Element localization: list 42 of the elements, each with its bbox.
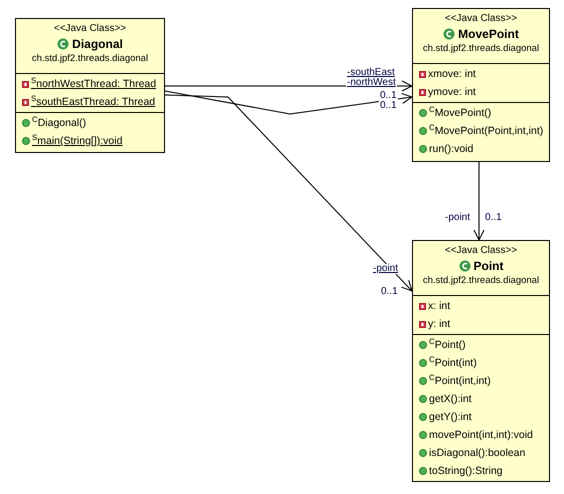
field-text: $^{S}$northWestThread: Thread [31,78,156,90]
class-name: Point [474,258,504,275]
method-text: $^{C}$Diagonal() [32,118,86,128]
field-text: y: int [428,318,450,330]
class-box [412,240,550,482]
role-label: -northWest [346,78,397,88]
method-text: $^{C}$Point(int,int) [429,376,491,386]
stereotype-text: <<Java Class>> [444,12,518,25]
association-arrow [474,162,484,240]
method-text: getY():int [429,412,472,422]
method-text: $^{C}$Point() [429,340,466,350]
method-text: $^{S}$main(String[]):void [32,136,122,146]
association-arrow [164,90,412,114]
multiplicity-label: 0..1 [484,213,503,223]
multiplicity-label: 0..1 [379,101,398,111]
package-text: ch.std.jpf2.threads.diagonal [422,43,540,55]
class-box [412,8,550,162]
method-text: toString():String [429,466,503,476]
package-text: ch.std.jpf2.threads.diagonal [422,275,540,287]
class-name: MovePoint [458,26,519,43]
package-text: ch.std.jpf2.threads.diagonal [32,53,148,65]
method-text: getX():int [429,394,472,404]
stereotype-text: <<Java Class>> [444,244,518,257]
multiplicity-label: 0..1 [379,91,398,101]
field-text: xmove: int [428,68,476,80]
method-text: $^{C}$MovePoint() [429,108,492,118]
stereotype-text: <<Java Class>> [54,22,126,35]
method-text: $^{C}$Point(int) [429,358,477,368]
role-label: -point [372,264,400,274]
field-text: ymove: int [428,86,476,98]
role-label: -southEast [346,68,396,78]
method-text: isDiagonal():boolean [429,448,526,458]
multiplicity-label: 0..1 [380,287,399,297]
field-text: $^{S}$southEastThread: Thread [31,96,156,108]
association-arrow [164,94,412,292]
field-text: x: int [428,300,450,312]
class-name: Diagonal [72,36,123,53]
method-text: run():void [429,144,474,154]
method-text: movePoint(int,int):void [429,430,533,440]
method-text: $^{C}$MovePoint(Point,int,int) [429,126,544,136]
role-label: -point [444,213,472,223]
class-box [15,18,165,153]
